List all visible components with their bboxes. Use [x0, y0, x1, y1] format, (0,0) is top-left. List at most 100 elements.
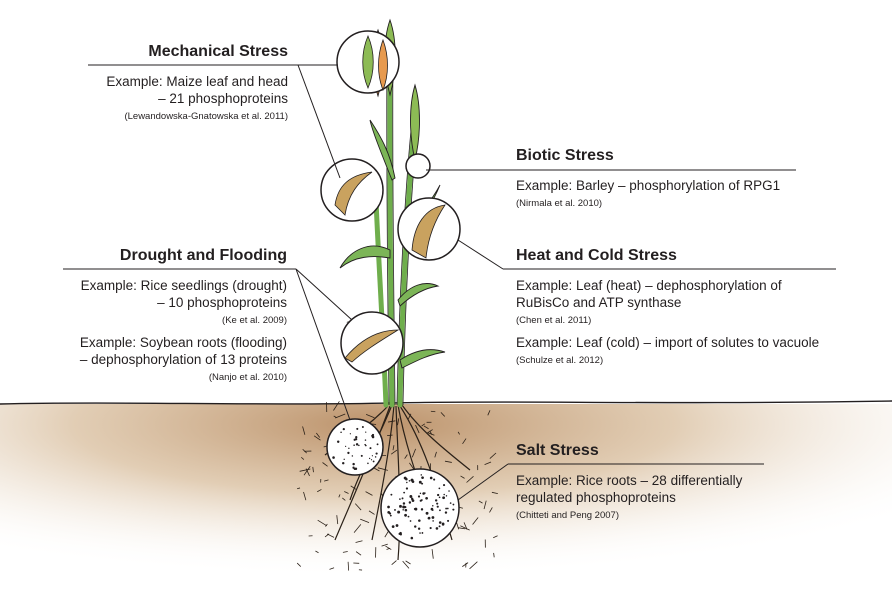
root-speck	[352, 466, 355, 469]
salt-speck	[404, 508, 408, 512]
heat-cold-title: Heat and Cold Stress	[516, 247, 677, 264]
root-fiber	[493, 535, 498, 539]
root-fiber	[387, 420, 396, 423]
heat-citation: (Chen et al. 2011)	[516, 315, 592, 326]
root-fiber	[426, 429, 433, 434]
root-speck	[342, 461, 345, 465]
root-fiber	[386, 547, 391, 550]
salt-speck	[421, 476, 424, 480]
root-speck	[355, 436, 358, 439]
salt-speck	[427, 517, 430, 520]
salt-speck	[443, 493, 445, 496]
salt-stress-panel: Salt Stress Example: Rice roots – 28 dif…	[516, 441, 766, 529]
root-fiber	[431, 549, 434, 559]
heat-cold-panel: Heat and Cold Stress Example: Leaf (heat…	[516, 246, 836, 374]
salt-speck	[429, 476, 433, 480]
root-speck	[349, 433, 351, 435]
root-fiber	[347, 561, 350, 571]
root-fiber	[483, 500, 487, 510]
drought-flooding-title: Drought and Flooding	[119, 247, 287, 264]
root-speck	[332, 456, 335, 459]
salt-speck	[436, 502, 439, 505]
root-speck	[361, 425, 364, 428]
root-fiber	[462, 438, 467, 445]
flooding-example-line-1: Example: Soybean roots (flooding)	[79, 335, 287, 350]
root-speck	[353, 444, 355, 446]
root-speck	[343, 458, 345, 460]
root-fiber	[377, 467, 389, 471]
root-speck	[345, 445, 347, 448]
salt-speck	[439, 509, 441, 512]
root-fiber	[381, 543, 388, 547]
root-speck	[375, 452, 378, 455]
ground-line	[0, 400, 892, 405]
salt-speck	[387, 511, 391, 514]
root-fiber	[404, 454, 408, 459]
root-fiber	[415, 424, 420, 434]
drought-example-line-1: Example: Rice seedlings (drought)	[80, 278, 287, 293]
salt-speck	[452, 508, 455, 511]
root-fiber	[336, 515, 339, 525]
salt-speck	[419, 532, 421, 534]
salt-speck	[418, 480, 422, 484]
root-speck	[370, 459, 373, 461]
mechanical-citation: (Lewandowska-Gnatowska et al. 2011)	[124, 111, 288, 122]
root-fiber	[472, 517, 479, 525]
root-fiber	[322, 462, 328, 467]
root-fiber	[460, 525, 470, 531]
salt-speck	[431, 509, 434, 511]
salt-speck	[417, 495, 421, 498]
salt-speck	[399, 504, 402, 508]
root-fiber	[350, 485, 357, 491]
root-speck	[348, 447, 350, 450]
salt-speck	[405, 477, 408, 481]
cold-citation: (Schulze et al. 2012)	[516, 355, 604, 366]
salt-speck	[411, 499, 415, 503]
salt-speck	[436, 493, 440, 497]
root-fiber	[316, 432, 321, 438]
root-fiber	[365, 414, 375, 419]
salt-speck	[445, 507, 448, 510]
root-speck	[355, 443, 359, 446]
drought-example-line-2: – 10 phosphoproteins	[157, 295, 287, 310]
heat-example-line-2: RuBisCo and ATP synthase	[516, 295, 682, 310]
root-fiber	[391, 560, 397, 566]
salt-example-line-2: regulated phosphoproteins	[516, 490, 676, 505]
salt-speck	[405, 487, 409, 490]
salt-speck	[449, 502, 452, 504]
root-speck	[360, 454, 363, 457]
root-speck	[364, 439, 367, 441]
salt-speck	[387, 505, 390, 509]
root-fiber	[421, 423, 426, 427]
salt-speck	[407, 515, 410, 518]
root-fiber	[462, 562, 469, 567]
root-fiber	[405, 560, 411, 565]
salt-speck	[399, 533, 402, 536]
root-fiber	[397, 418, 400, 426]
salt-speck	[432, 520, 434, 522]
root-fiber	[355, 551, 362, 556]
heat-example-line-1: Example: Leaf (heat) – dephosphorylation…	[516, 278, 782, 293]
root-speck	[342, 428, 345, 431]
biotic-stress-title: Biotic Stress	[516, 147, 614, 164]
root-fiber	[387, 434, 393, 437]
salt-speck	[401, 497, 404, 500]
root-fiber	[368, 510, 375, 515]
root-fiber	[326, 533, 335, 538]
salt-speck	[397, 510, 401, 514]
salt-speck	[390, 493, 393, 496]
salt-speck	[420, 508, 424, 511]
root-fiber	[469, 561, 478, 570]
root-speck	[374, 456, 377, 458]
salt-citation: (Chitteti and Peng 2007)	[516, 510, 619, 521]
root-fiber	[484, 461, 492, 465]
root-fiber	[313, 435, 321, 441]
salt-speck	[444, 511, 448, 514]
root-fiber	[338, 494, 341, 498]
root-fiber	[342, 551, 348, 553]
biotic-stress-panel: Biotic Stress Example: Barley – phosphor…	[516, 146, 796, 217]
salt-speck	[395, 524, 399, 527]
root-fiber	[430, 410, 436, 413]
root-speck	[351, 455, 354, 457]
